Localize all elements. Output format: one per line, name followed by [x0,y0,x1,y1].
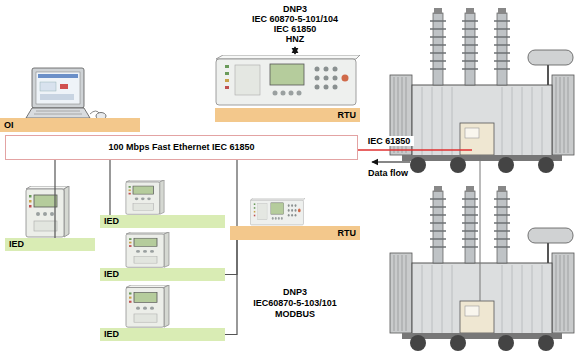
bus-connector [225,240,237,335]
ied-band: IED [100,215,225,228]
protocol-label: DNP3 [240,287,350,297]
bus-connector [54,160,55,238]
ied-band: IED [100,268,225,281]
laptop-icon-part [36,72,80,104]
laptop-icon-part [38,74,78,78]
ied-band: IED [100,328,225,341]
protocol-label: MODBUS [240,309,350,319]
protocol-label: IEC 61850 [235,24,355,34]
protocol-label: IEC 61850 [364,136,414,146]
node-label: RTU [338,228,357,239]
ied-device [126,285,169,327]
laptop-icon-part [40,82,56,91]
node-label: IED [104,269,119,280]
laptop-icon [26,68,106,120]
node-label: OI [4,120,14,131]
rtu-device [216,55,360,105]
node-label: IED [104,216,119,227]
data-flow-arrow [372,161,410,162]
laptop-icon-part [32,68,84,108]
ied-band: IED [5,238,95,251]
double-arrow [294,47,295,54]
rtu-band: RTU [230,226,360,240]
node-label: 100 Mbps Fast Ethernet IEC 61850 [108,142,254,153]
node-label: RTU [338,110,357,121]
protocol-label: IEC 60870-5-101/104 [235,14,355,24]
transformer-illustration [390,8,574,173]
bus-connector [236,160,237,226]
transformer-link-wire [480,155,481,301]
laptop-icon-part [26,108,90,118]
bus-connector [225,240,237,275]
transformer-illustration [390,186,574,351]
ethernet-bus-box: 100 Mbps Fast Ethernet IEC 61850 [5,135,358,160]
protocol-label: IEC60870-5-103/101 [240,298,350,308]
laptop-icon-part [34,111,82,114]
rtu-band: RTU [215,108,360,122]
bus-connector [109,160,110,215]
protocol-label: DNP3 [235,4,355,14]
node-label: IED [104,329,119,340]
flow-label: Data flow [366,168,410,178]
laptop-icon-part [40,94,74,100]
oi-band: OI [0,118,140,132]
protocol-label: HNZ [235,34,355,44]
node-label: IED [9,239,24,250]
ied-device [126,180,164,214]
ied-device [26,186,69,237]
rtu-device [250,198,305,225]
ied-device [126,232,169,267]
laptop-icon-part [60,84,68,89]
data-flow-line [358,149,472,151]
